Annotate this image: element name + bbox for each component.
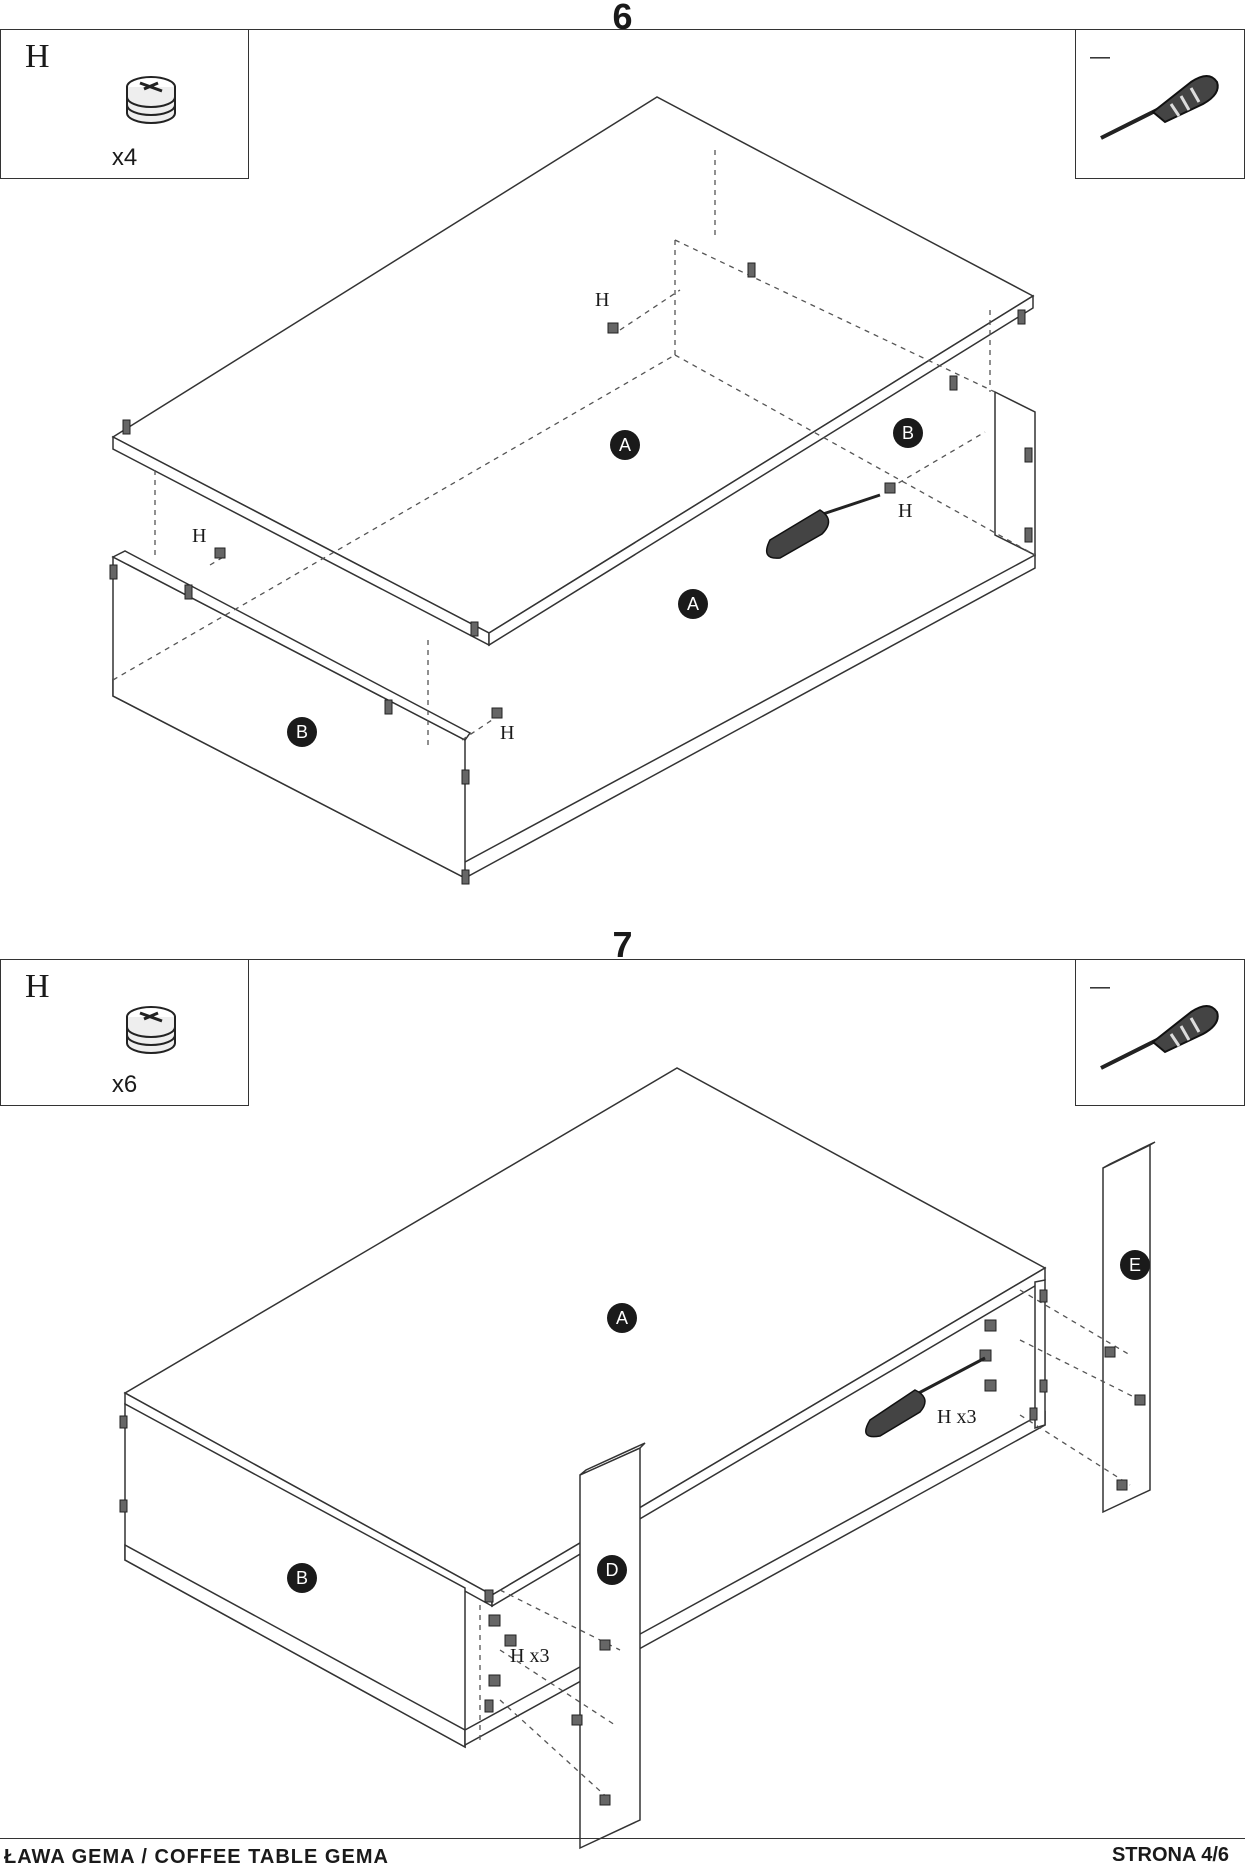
screwdriver-icon: [1100, 75, 1219, 140]
step-7-tool-box: —: [1075, 959, 1245, 1106]
part-badge-a: A: [678, 589, 708, 619]
fitting-letter: H: [25, 968, 50, 1005]
svg-text:B: B: [296, 722, 308, 742]
part-badge-e: E: [1120, 1250, 1150, 1280]
part-badge-b: B: [287, 1563, 317, 1593]
screwdriver-icon: [1100, 1005, 1219, 1070]
screwdriver-icon: [765, 493, 881, 559]
step-6-tool-box: —: [1075, 29, 1245, 179]
svg-text:A: A: [687, 594, 699, 614]
svg-text:E: E: [1129, 1255, 1141, 1275]
footer-rule: [0, 1838, 1245, 1839]
footer-page-number: STRONA 4/6: [1111, 1844, 1229, 1866]
callout-h: H: [595, 289, 609, 311]
part-badge-b: B: [287, 717, 317, 747]
cam-lock-icon: [126, 1006, 176, 1054]
callout-h-x3: H x3: [510, 1645, 549, 1667]
callout-h-x3: H x3: [937, 1406, 976, 1428]
screwdriver-icon: [865, 1356, 986, 1438]
tool-label: —: [1090, 976, 1110, 998]
fitting-quantity: x4: [111, 144, 138, 171]
part-badge-b: B: [893, 418, 923, 448]
fitting-quantity: x6: [111, 1071, 138, 1098]
step-6-number: 6: [612, 0, 633, 37]
step-7-rule: [0, 959, 1245, 960]
callout-h: H: [500, 722, 514, 744]
svg-text:B: B: [296, 1568, 308, 1588]
svg-text:B: B: [902, 423, 914, 443]
callout-h: H: [192, 525, 206, 547]
part-badge-a: A: [607, 1303, 637, 1333]
step-6-fitting-box: H x4: [0, 29, 249, 179]
part-badge-d: D: [597, 1555, 627, 1585]
leg-e: [1102, 1143, 1151, 1514]
part-badge-a: A: [610, 430, 640, 460]
svg-text:D: D: [606, 1560, 619, 1580]
step-7-fitting-box: H x6: [0, 959, 249, 1106]
svg-text:A: A: [616, 1308, 628, 1328]
footer-title: ŁAWA GEMA / COFFEE TABLE GEMA: [4, 1846, 389, 1868]
tool-label: —: [1090, 46, 1110, 68]
cam-lock-icon: [126, 76, 176, 124]
step-7-number: 7: [612, 924, 633, 965]
step-6-rule: [0, 29, 1245, 30]
svg-text:A: A: [619, 435, 631, 455]
callout-h: H: [898, 500, 912, 522]
fitting-letter: H: [25, 38, 50, 75]
